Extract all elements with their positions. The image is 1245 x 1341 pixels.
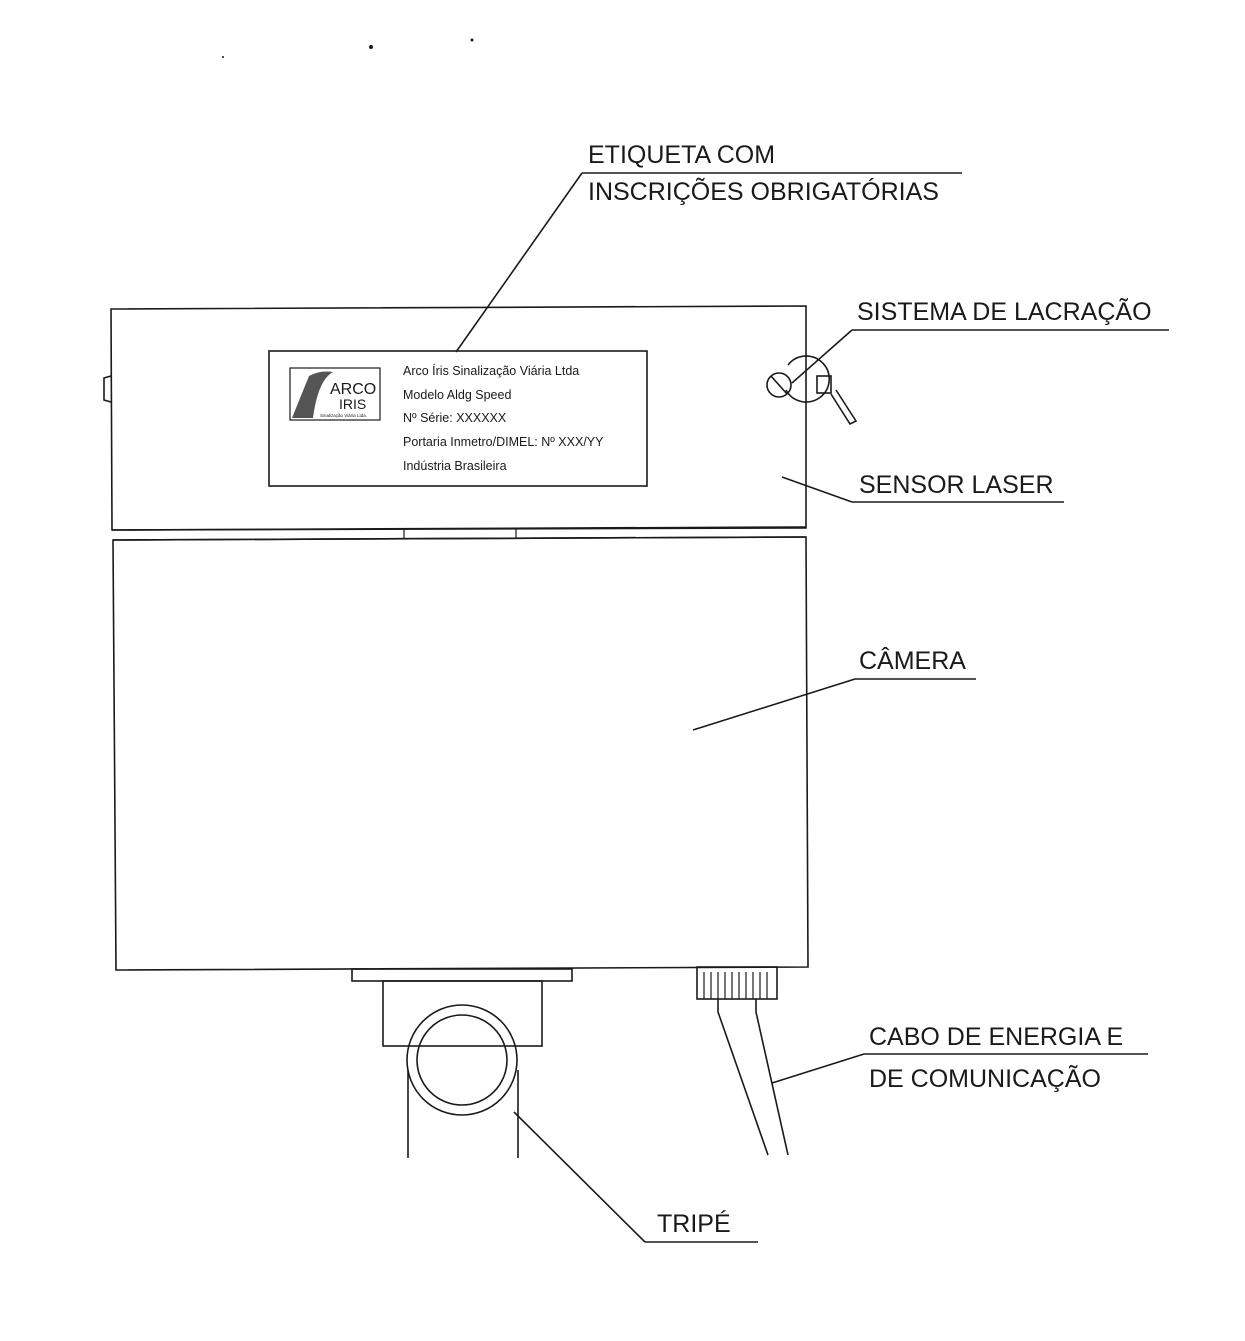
tripod: [351, 968, 573, 1158]
callout-label-line2: INSCRIÇÕES OBRIGATÓRIAS: [588, 177, 939, 206]
power-cable: [696, 966, 789, 1156]
plate-portaria: Portaria Inmetro/DIMEL: Nº XXX/YY: [403, 435, 604, 449]
callout-sensor: SENSOR LASER: [781, 471, 1064, 503]
callout-tripod-text: TRIPÉ: [657, 1209, 731, 1238]
plate-model: Modelo Aldg Speed: [403, 388, 511, 402]
plate-serial: Nº Série: XXXXXX: [403, 411, 507, 425]
camera-housing: [112, 536, 809, 971]
callout-tripod: TRIPÉ: [513, 1111, 758, 1243]
callout-camera: CÂMERA: [692, 646, 976, 731]
plate-origin: Indústria Brasileira: [403, 459, 507, 473]
logo-text-arco: ARCO: [330, 381, 376, 398]
logo-tagline: Sinalização Viária Ltda.: [320, 413, 367, 418]
callout-cable-line2: DE COMUNICAÇÃO: [869, 1064, 1101, 1093]
callout-camera-text: CÂMERA: [859, 646, 966, 675]
callout-sealing: SISTEMA DE LACRAÇÃO: [791, 297, 1169, 384]
housing-upper: [103, 305, 807, 531]
logo-text-iris: IRIS: [339, 396, 366, 412]
callout-cable-line1: CABO DE ENERGIA E: [869, 1023, 1123, 1051]
arco-iris-logo: ARCO IRIS Sinalização Viária Ltda.: [289, 367, 381, 421]
label-plate: ARCO IRIS Sinalização Viária Ltda. Arco …: [268, 350, 648, 487]
callout-sealing-text: SISTEMA DE LACRAÇÃO: [857, 297, 1152, 326]
callout-sensor-text: SENSOR LASER: [859, 471, 1054, 499]
callout-label: ETIQUETA COM INSCRIÇÕES OBRIGATÓRIAS: [455, 141, 962, 353]
sealing-system: [766, 355, 858, 426]
callout-cable: CABO DE ENERGIA E DE COMUNICAÇÃO: [771, 1023, 1148, 1093]
scan-specks: [222, 38, 474, 58]
callout-label-line1: ETIQUETA COM: [588, 141, 775, 169]
plate-company: Arco Íris Sinalização Viária Ltda: [403, 363, 579, 378]
